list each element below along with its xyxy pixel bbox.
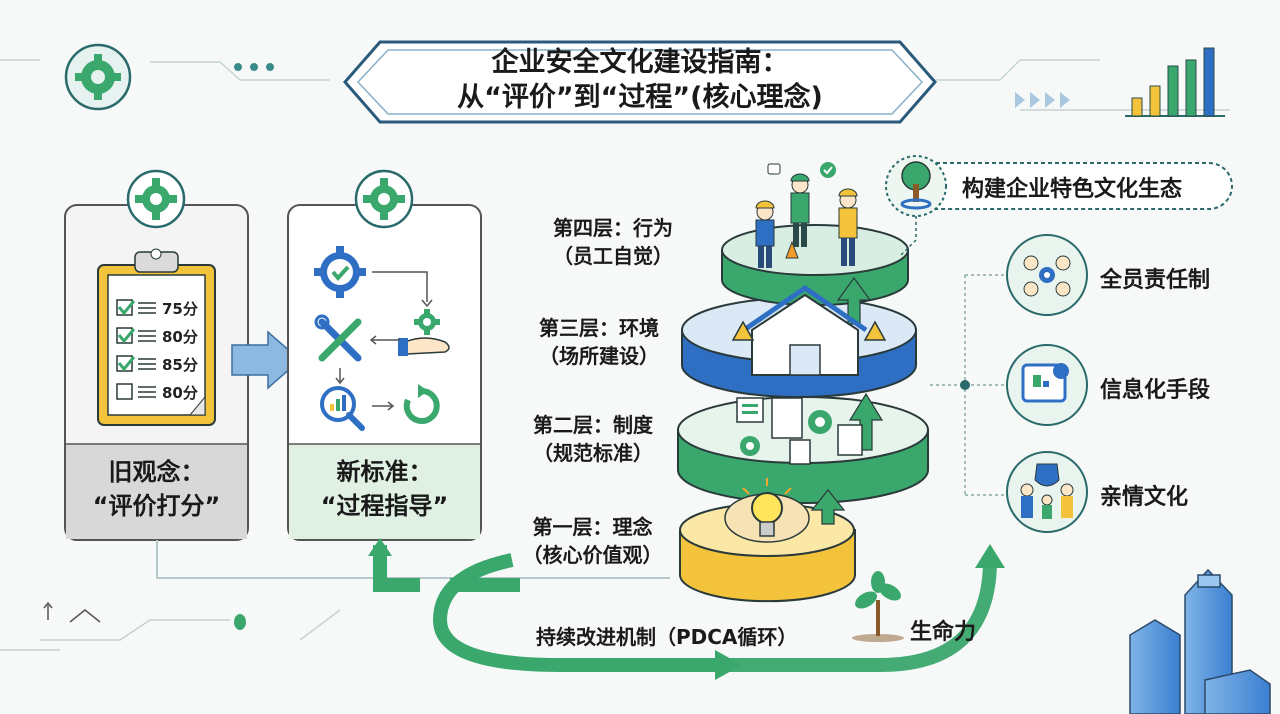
page-title-line1: 企业安全文化建设指南： [491, 47, 789, 78]
layer-4-title: 第四层：行为 [553, 216, 673, 240]
layer-3-title: 第三层：环境 [539, 316, 659, 340]
pillar-responsibility-icon [1006, 234, 1088, 316]
pdca-cycle-label: 持续改进机制（PDCA循环） [536, 625, 798, 649]
ecosystem-label: 构建企业特色文化生态 [962, 177, 1183, 202]
layer-1-sub: （核心价值观） [522, 543, 663, 567]
checkmark-icon [117, 328, 136, 344]
transition-arrow [231, 330, 302, 390]
tools-icon [314, 314, 362, 362]
new-standard-sublabel: “过程指导” [320, 492, 449, 520]
layer-3-sub: （场所建设） [539, 344, 659, 368]
old-concept-sublabel: “评价打分” [92, 492, 221, 520]
bottom-left-decor [43, 601, 101, 623]
old-panel-gear-icon [126, 169, 186, 229]
checkmark-icon [117, 300, 136, 316]
documents-gears-icon [736, 397, 863, 465]
sapling-icon [852, 571, 904, 642]
pdca-cycle-arrows [368, 538, 1005, 680]
hand-icon [398, 337, 450, 356]
vitality-label: 生命力 [910, 620, 977, 645]
workplace-building-icon [731, 284, 887, 376]
score-3: 85分 [162, 356, 198, 374]
workers-group-icon [755, 162, 858, 268]
pillar-2-label: 信息化手段 [1100, 378, 1211, 403]
layer-1-title: 第一层：理念 [532, 515, 653, 539]
layer-tower [677, 224, 929, 603]
process-flow-lines [335, 271, 433, 411]
check-gear-icon [314, 246, 366, 298]
ecosystem-connector [899, 216, 917, 257]
checkmark-icon [117, 356, 136, 372]
pillar-digital-icon [1006, 344, 1088, 426]
old-concept-label: 旧观念： [108, 458, 205, 486]
checkbox-4 [116, 383, 133, 400]
decor-dots [234, 63, 274, 71]
score-1: 75分 [162, 300, 198, 318]
layer-4-sub: （员工自觉） [553, 244, 673, 268]
city-buildings [1129, 568, 1271, 714]
new-standard-label: 新标准： [336, 458, 433, 486]
bar-chart-icon [1125, 47, 1225, 117]
decor-capsule [234, 614, 246, 630]
pillars-connector-dot [960, 380, 970, 390]
gear-icon [64, 43, 132, 111]
small-gear-icon [414, 309, 440, 335]
circuit-lines [0, 59, 1230, 651]
lightbulb-icon [724, 478, 810, 543]
decor-chevrons [1015, 92, 1070, 108]
refresh-icon [403, 384, 440, 424]
pillar-1-label: 全员责任制 [1100, 268, 1211, 293]
checkbox-list [116, 299, 156, 400]
pillar-family-icon [1006, 451, 1088, 533]
title-banner [343, 40, 937, 124]
ecosystem-badge [885, 155, 1233, 217]
score-4: 80分 [162, 384, 198, 402]
pillar-3-label: 亲情文化 [1100, 485, 1189, 510]
new-panel-gear-icon [354, 169, 414, 229]
score-2: 80分 [162, 328, 198, 346]
magnifier-chart-icon [320, 386, 365, 431]
layer-2-sub: （规范标准） [533, 441, 653, 465]
page-title-line2: 从“评价”到“过程”(核心理念) [457, 82, 823, 113]
tree-icon [900, 161, 932, 210]
layer-2-title: 第二层：制度 [533, 413, 653, 437]
